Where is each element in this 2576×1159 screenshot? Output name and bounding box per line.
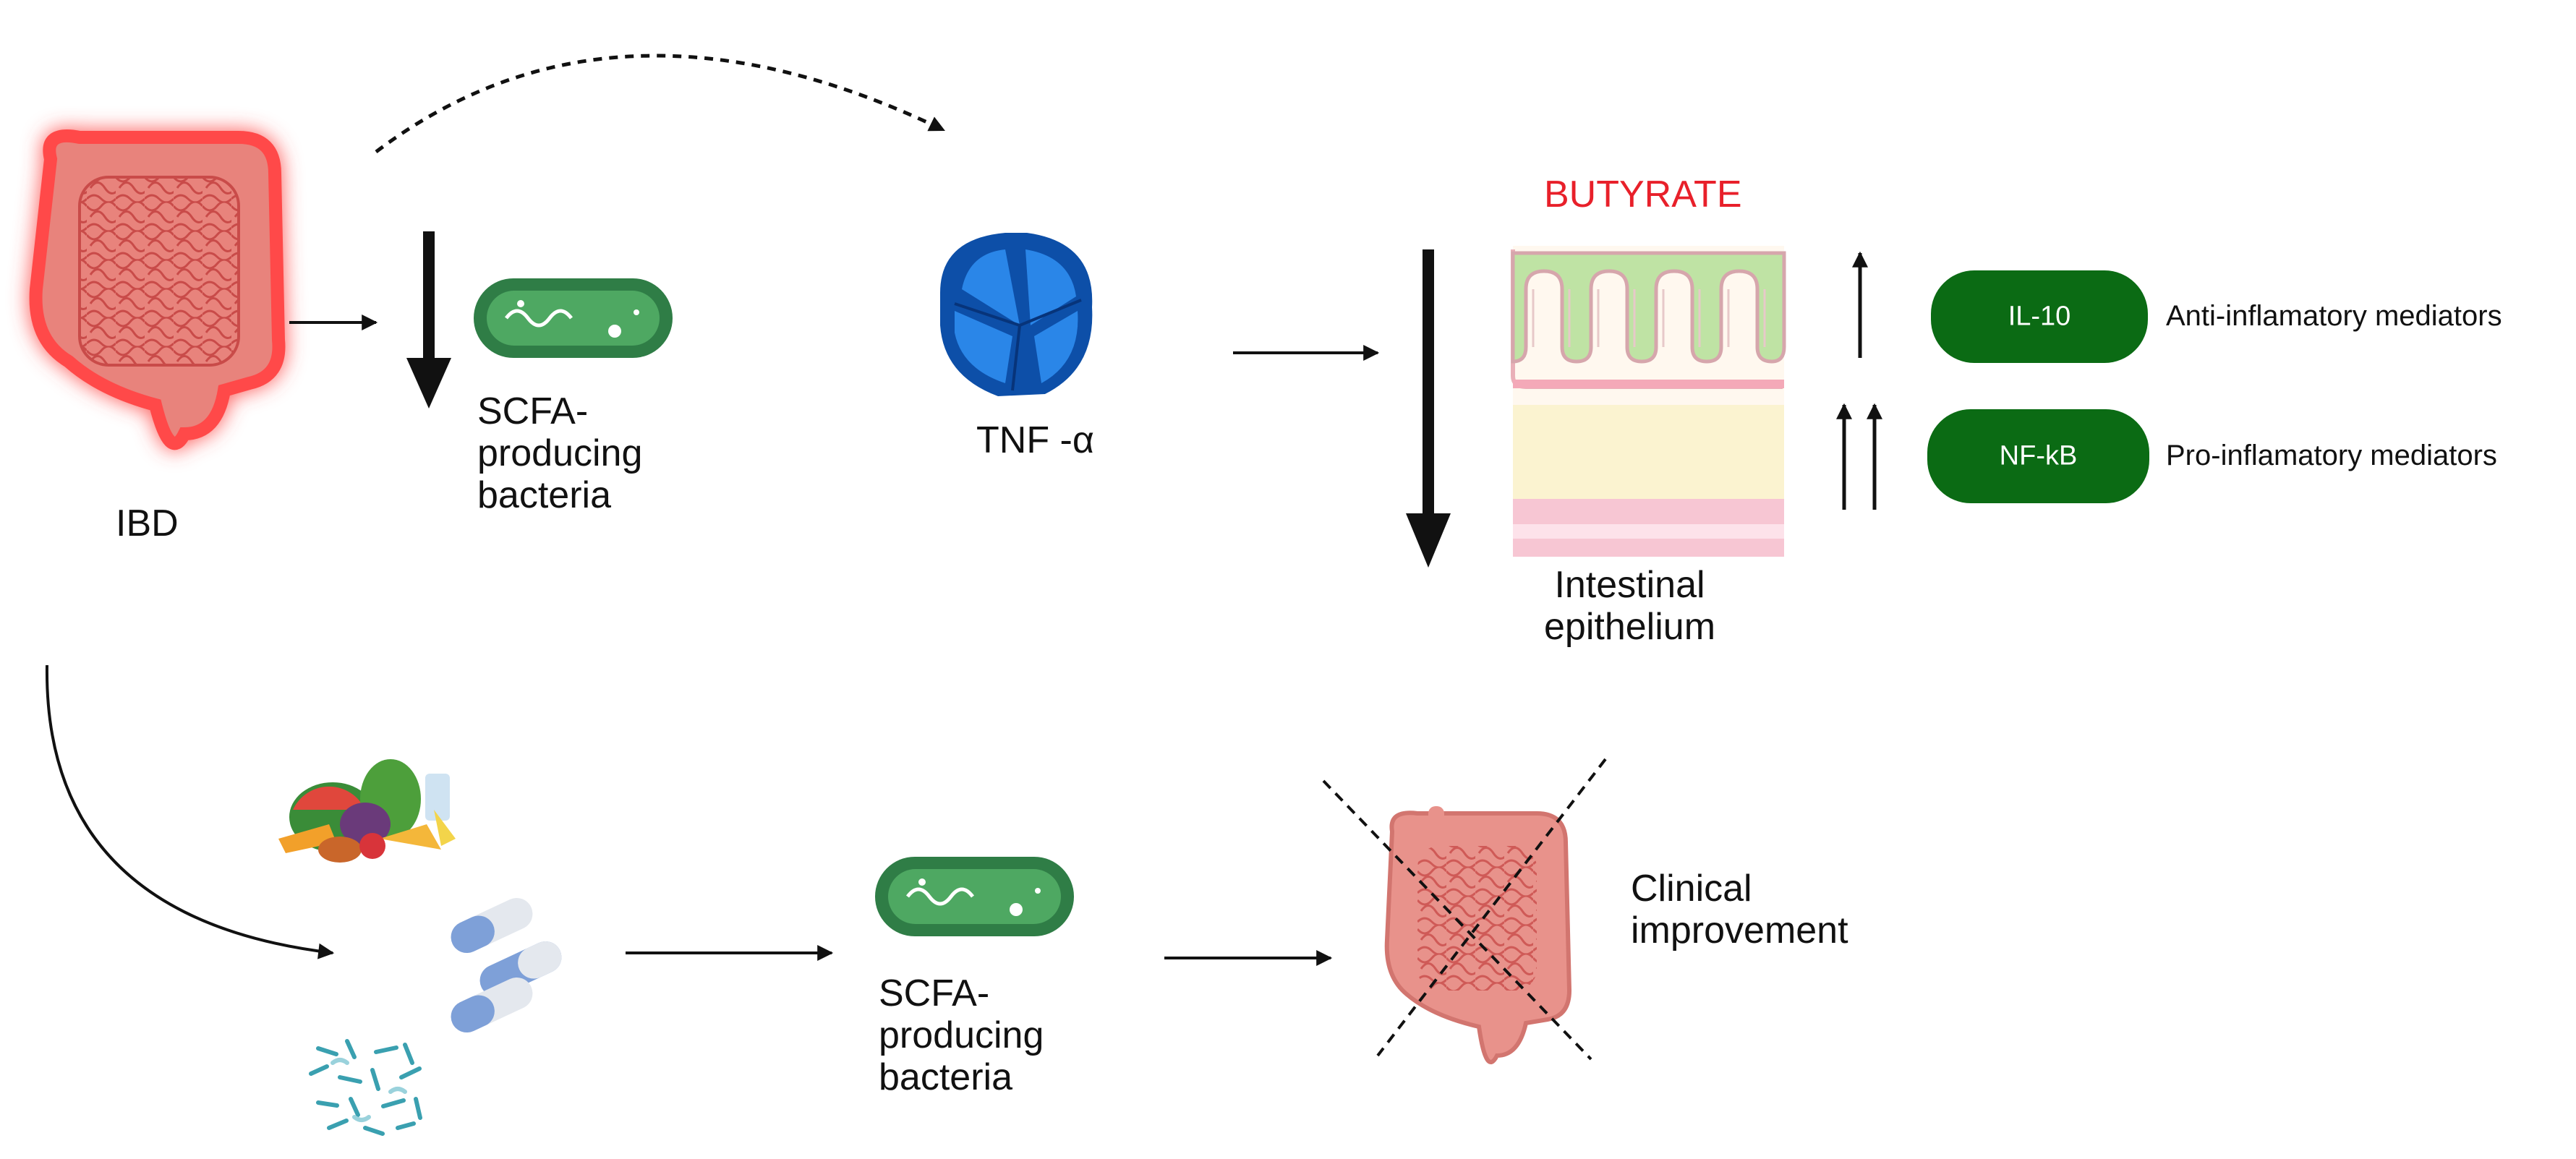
label-clinical: Clinical improvement xyxy=(1631,868,1848,952)
epithelium-icon xyxy=(1511,246,1786,557)
il10-pill: IL-10 xyxy=(1931,270,2148,363)
capsules-icon xyxy=(451,897,562,1033)
label-ibd: IBD xyxy=(116,502,179,544)
label-pro-inflammatory: Pro-inflamatory mediators xyxy=(2166,440,2497,471)
label-scfa-top: SCFA- producing bacteria xyxy=(477,390,643,517)
label-butyrate: BUTYRATE xyxy=(1544,174,1742,215)
tnf-protein-icon xyxy=(940,233,1093,396)
colon-icon xyxy=(29,129,286,450)
dashed-arrow xyxy=(375,54,945,153)
label-scfa-bottom: SCFA- producing bacteria xyxy=(879,972,1044,1099)
healed-colon-icon xyxy=(1384,806,1572,1064)
decrease-arrow-bacteria xyxy=(406,231,451,409)
probiotics-icon xyxy=(309,1039,422,1136)
bacteria-icon xyxy=(474,278,673,358)
nfkb-pill: NF-kB xyxy=(1927,409,2149,503)
label-anti-inflammatory: Anti-inflamatory mediators xyxy=(2166,300,2502,332)
label-epithelium: Intestinal epithelium xyxy=(1544,564,1716,649)
bacteria-icon-bottom xyxy=(875,857,1074,936)
curved-arrow-treatment xyxy=(45,664,335,959)
food-icon xyxy=(278,759,456,863)
nfkb-text: NF-kB xyxy=(1999,440,2078,471)
il10-text: IL-10 xyxy=(2008,301,2071,332)
label-tnf: TNF -α xyxy=(976,419,1094,461)
decrease-arrow-butyrate xyxy=(1406,249,1451,568)
cross-line-1 xyxy=(1322,779,1592,1061)
